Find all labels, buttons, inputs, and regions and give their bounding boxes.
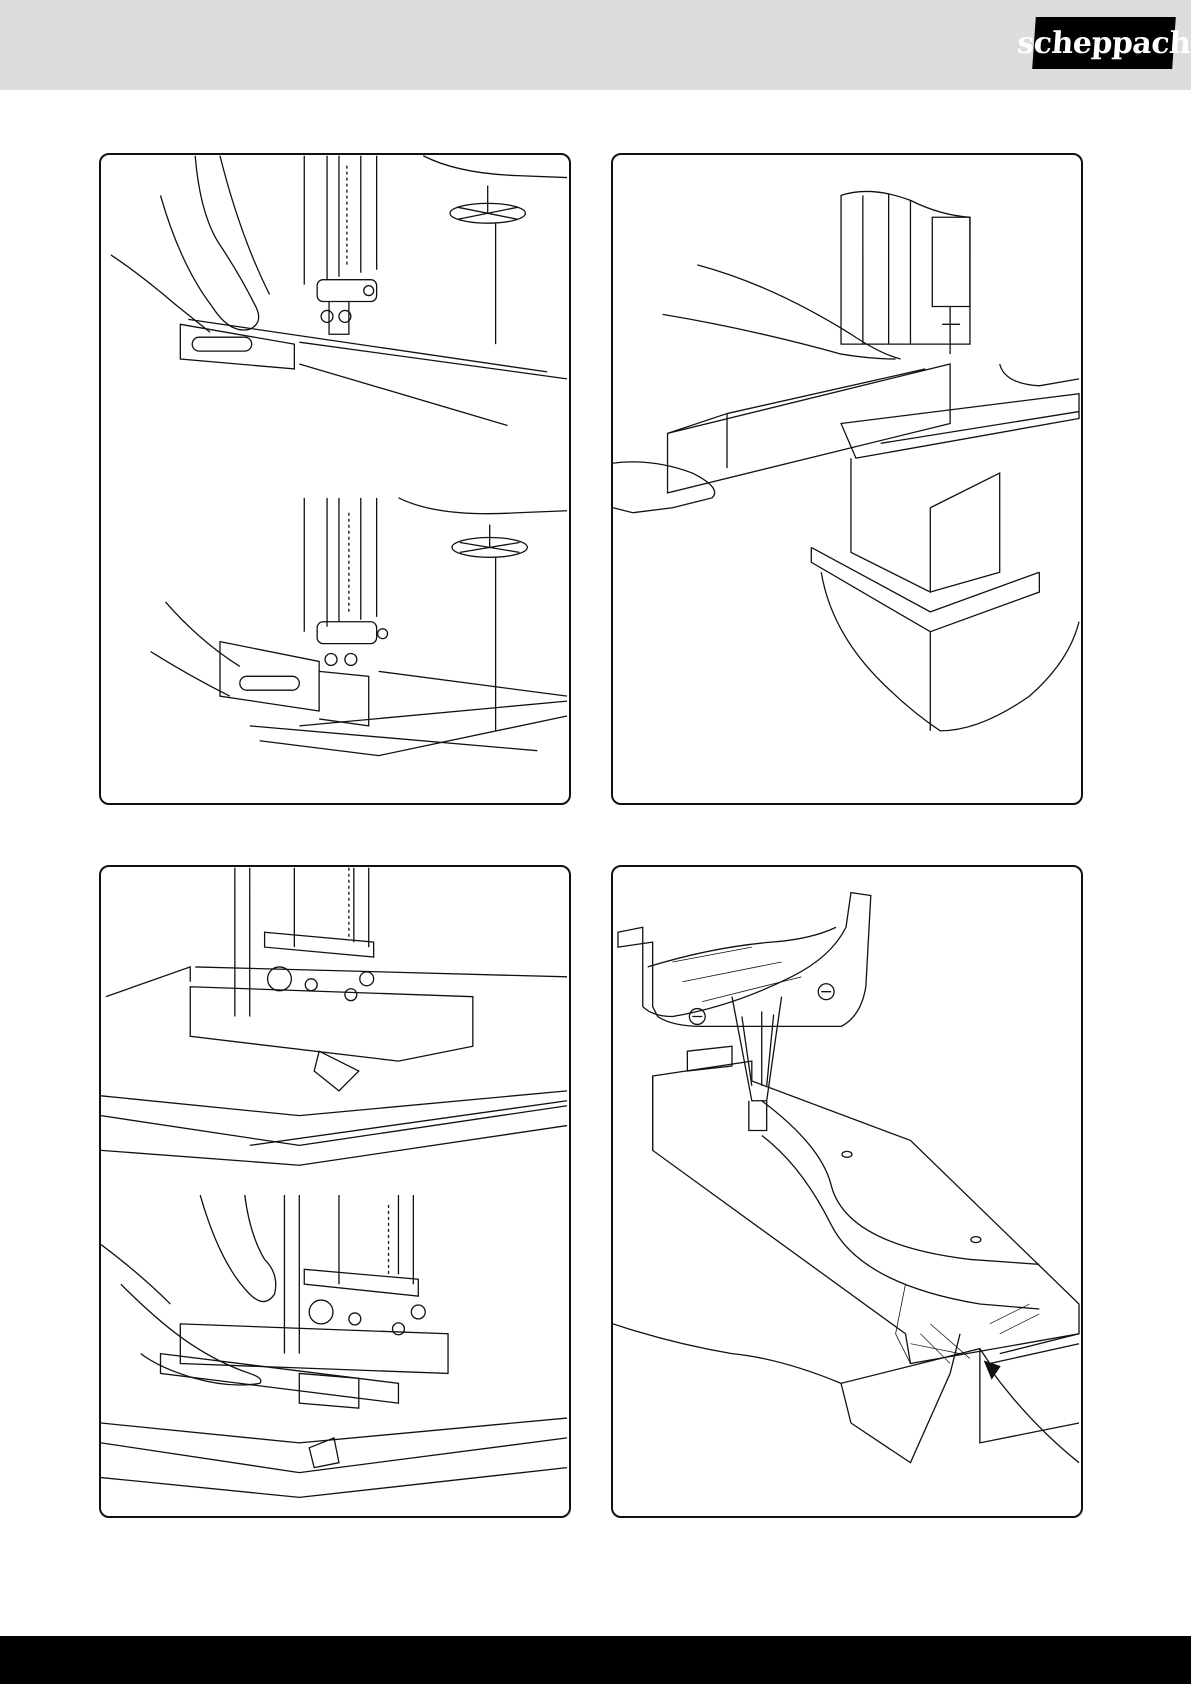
figure-panel-2 bbox=[611, 153, 1083, 805]
figure-panel-3 bbox=[99, 865, 571, 1518]
bandsaw-notch-cut-illustration bbox=[101, 867, 569, 1516]
bandsaw-curve-cut-illustration bbox=[613, 867, 1081, 1516]
brand-logo: scheppach bbox=[1032, 17, 1176, 69]
bandsaw-mitre-cut-illustration bbox=[613, 155, 1081, 803]
figure-panel-4 bbox=[611, 865, 1083, 1518]
figure-panel-1 bbox=[99, 153, 571, 805]
brand-logo-text: scheppach bbox=[1016, 26, 1191, 61]
header-bar: scheppach bbox=[0, 0, 1191, 90]
bandsaw-rip-fence-illustration bbox=[101, 155, 569, 803]
footer-bar bbox=[0, 1636, 1191, 1684]
